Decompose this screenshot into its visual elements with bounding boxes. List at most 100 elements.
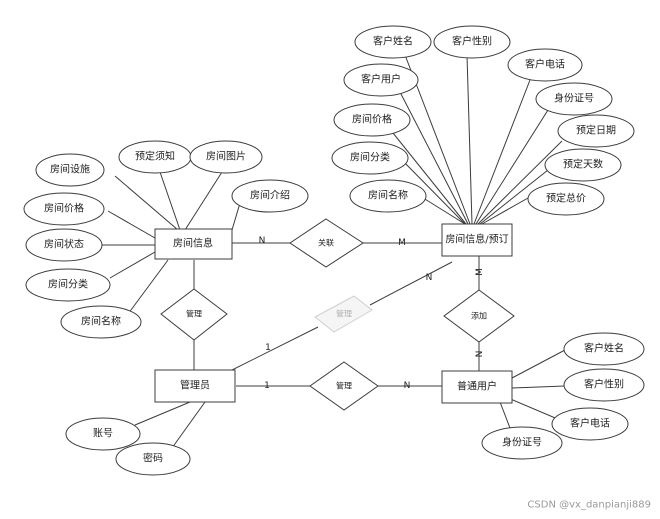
attr-user-gender-label: 客户性别 <box>584 378 624 391</box>
edge-room-intro <box>231 202 241 231</box>
edge-bk-phone <box>473 79 531 225</box>
entity-admin-label: 管理员 <box>180 379 210 392</box>
card-link-right: M <box>398 238 406 248</box>
attr-room-price[interactable]: 房间价格 <box>23 192 105 226</box>
entity-admin[interactable]: 管理员 <box>154 369 236 403</box>
attr-bk-category-label: 房间分类 <box>350 151 390 164</box>
edge-user-gender <box>511 385 566 389</box>
attr-room-category-label: 房间分类 <box>48 278 88 291</box>
attr-bk-phone-label: 客户电话 <box>525 58 565 71</box>
attr-user-idcard-label: 身份证号 <box>502 436 542 449</box>
edge-admin-account <box>134 401 191 426</box>
attr-bk-days[interactable]: 预定天数 <box>544 148 622 182</box>
attr-room-facility[interactable]: 房间设施 <box>35 153 105 187</box>
edge-room-name <box>127 259 169 315</box>
attr-bk-user[interactable]: 客户用户 <box>343 63 419 97</box>
edge-room-picture <box>184 171 223 231</box>
edge-room-category <box>109 251 156 279</box>
attr-room-facility-label: 房间设施 <box>50 163 90 176</box>
entity-room-info-label: 房间信息 <box>173 237 213 250</box>
card-user-left: N <box>404 381 411 391</box>
edge-room-price <box>107 210 156 239</box>
attr-bk-user-label: 客户用户 <box>361 73 401 86</box>
attr-bk-idcard[interactable]: 身份证号 <box>535 82 613 116</box>
attr-bk-category[interactable]: 房间分类 <box>331 141 409 175</box>
attr-user-idcard[interactable]: 身份证号 <box>481 426 563 460</box>
attr-bk-total-label: 预定总价 <box>546 192 586 205</box>
edge-room-facility <box>114 175 179 231</box>
edge-bk-roomname <box>419 195 466 225</box>
attr-user-name[interactable]: 客户姓名 <box>563 332 645 366</box>
attr-bk-price-label: 房间价格 <box>352 113 392 126</box>
attr-bk-name-label: 客户姓名 <box>373 35 413 48</box>
attr-admin-account[interactable]: 账号 <box>65 417 141 451</box>
relationship-link-label: 关联 <box>318 238 334 248</box>
attr-user-phone[interactable]: 客户电话 <box>551 407 629 441</box>
attr-bk-name[interactable]: 客户姓名 <box>354 25 432 59</box>
card-admin-diag: 1 <box>265 343 271 353</box>
relationship-link[interactable]: 关联 <box>289 218 364 268</box>
attr-bk-days-label: 预定天数 <box>563 158 603 171</box>
edge-bk-idcard <box>475 109 549 225</box>
attr-user-gender[interactable]: 客户性别 <box>563 368 645 402</box>
edge-bk-days <box>479 169 549 225</box>
card-link-left: N <box>259 236 266 246</box>
entity-user[interactable]: 普通用户 <box>441 370 513 404</box>
attr-bk-date-label: 预定日期 <box>576 124 616 137</box>
edge-user-name <box>511 349 566 379</box>
relationship-add[interactable]: 添加 <box>443 289 515 343</box>
relationship-add-label: 添加 <box>471 311 487 321</box>
entity-room-booking[interactable]: 房间信息/预订 <box>441 223 513 257</box>
relationship-manage-user[interactable]: 管理 <box>309 361 379 411</box>
attr-admin-password-label: 密码 <box>143 452 163 465</box>
attr-room-name[interactable]: 房间名称 <box>60 305 142 339</box>
card-booking-bottom: M <box>475 268 485 276</box>
edge-bk-date <box>477 140 563 225</box>
relationship-manage-booking[interactable]: 管理 <box>314 295 373 333</box>
relationship-manage-room-label: 管理 <box>186 309 202 319</box>
edge-admin-password <box>171 401 206 449</box>
edge-bk-gender <box>466 54 473 225</box>
attr-bk-gender-label: 客户性别 <box>452 35 492 48</box>
edge-user-phone <box>507 397 561 421</box>
edge-user-idcard <box>499 401 511 429</box>
edge-bk-user <box>399 91 469 225</box>
entity-room-booking-label: 房间信息/预订 <box>445 233 508 246</box>
edge-admin-manage2 <box>221 326 319 376</box>
attr-bk-phone[interactable]: 客户电话 <box>507 48 583 82</box>
attr-room-status[interactable]: 房间状态 <box>25 228 103 262</box>
attr-room-status-label: 房间状态 <box>44 238 84 251</box>
attr-room-picture-label: 房间图片 <box>206 150 246 163</box>
relationship-manage-room[interactable]: 管理 <box>160 288 228 341</box>
attr-bk-gender[interactable]: 客户性别 <box>433 25 511 59</box>
attr-bk-total[interactable]: 预定总价 <box>527 182 605 216</box>
card-admin-bottom: 1 <box>264 381 270 391</box>
attr-room-notice[interactable]: 预定须知 <box>118 140 192 174</box>
watermark: CSDN @vx_danpianji889 <box>527 500 651 511</box>
attr-admin-account-label: 账号 <box>93 428 113 440</box>
entity-room-info[interactable]: 房间信息 <box>154 228 233 260</box>
attr-bk-price[interactable]: 房间价格 <box>333 103 411 137</box>
attr-user-name-label: 客户姓名 <box>584 342 624 355</box>
card-user-top: N <box>475 351 485 358</box>
attr-room-price-label: 房间价格 <box>44 202 84 215</box>
attr-bk-roomname[interactable]: 房间名称 <box>349 179 427 213</box>
attr-admin-password[interactable]: 密码 <box>115 442 191 476</box>
attr-bk-date[interactable]: 预定日期 <box>557 114 635 148</box>
attr-room-name-label: 房间名称 <box>81 315 121 328</box>
attr-room-category[interactable]: 房间分类 <box>25 268 111 302</box>
attr-bk-idcard-label: 身份证号 <box>554 92 594 105</box>
edge-bk-price <box>392 132 467 225</box>
edge-bk-total <box>481 197 529 225</box>
entity-user-label: 普通用户 <box>457 380 497 393</box>
attr-room-intro[interactable]: 房间介绍 <box>231 179 309 213</box>
relationship-manage-booking-label: 管理 <box>336 309 352 319</box>
card-booking-top: N <box>426 273 433 283</box>
edge-room-notice <box>159 171 181 231</box>
edge-manage2-booking <box>369 261 453 306</box>
attr-room-picture[interactable]: 房间图片 <box>189 140 263 174</box>
attr-room-intro-label: 房间介绍 <box>250 189 290 202</box>
relationship-manage-user-label: 管理 <box>336 381 352 391</box>
